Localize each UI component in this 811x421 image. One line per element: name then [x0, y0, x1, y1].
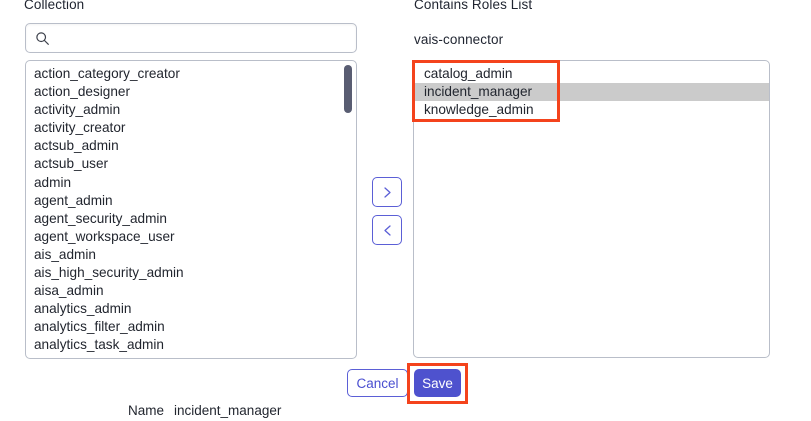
collection-list-item[interactable]: analytics_filter_admin: [34, 319, 165, 335]
collection-list-item[interactable]: analytics_viewer: [26, 355, 356, 359]
save-button[interactable]: Save: [414, 369, 461, 397]
collection-scrollbar[interactable]: [344, 65, 352, 356]
collection-list-item[interactable]: action_designer: [34, 84, 130, 100]
collection-list-item[interactable]: agent_admin: [34, 192, 113, 208]
collection-list-item[interactable]: action_category_creator: [34, 66, 180, 81]
collection-list-item[interactable]: actsub_admin: [34, 138, 119, 154]
collection-list-item[interactable]: aisa_admin: [34, 283, 104, 299]
chevron-right-icon: [383, 186, 391, 198]
name-label: Name: [128, 403, 165, 418]
move-right-button[interactable]: [372, 177, 402, 207]
collection-scrollbar-thumb[interactable]: [344, 65, 352, 113]
contains-roles-column-label: Contains Roles List: [414, 0, 533, 12]
collection-list-item[interactable]: activity_admin: [34, 102, 121, 118]
collection-list-item[interactable]: agent_workspace_user: [34, 228, 175, 244]
search-input[interactable]: [50, 24, 356, 52]
search-icon: [36, 31, 49, 45]
collection-list-item[interactable]: actsub_user: [34, 156, 109, 172]
roles-panel-subtitle: vais-connector: [414, 32, 504, 47]
roles-list-item[interactable]: catalog_admin: [424, 66, 513, 81]
collection-list-item[interactable]: agent_security_admin: [34, 210, 167, 226]
name-row: Name incident_manager: [128, 403, 281, 418]
collection-column-label: Collection: [24, 0, 85, 12]
collection-list-item[interactable]: ais_admin: [34, 246, 96, 262]
roles-list-item[interactable]: incident_manager: [414, 83, 769, 102]
move-left-button[interactable]: [372, 215, 402, 245]
cancel-button[interactable]: Cancel: [347, 369, 408, 397]
collection-list-item[interactable]: admin: [34, 174, 72, 190]
roles-list-item[interactable]: knowledge_admin: [424, 102, 534, 118]
collection-list-item[interactable]: analytics_admin: [34, 301, 132, 317]
chevron-left-icon: [383, 224, 391, 236]
collection-list-item[interactable]: ais_high_security_admin: [34, 265, 184, 281]
collection-list-item[interactable]: activity_creator: [34, 120, 126, 136]
search-box[interactable]: [25, 23, 357, 53]
name-value: incident_manager: [174, 403, 282, 418]
collection-list-item[interactable]: analytics_task_admin: [34, 337, 164, 353]
